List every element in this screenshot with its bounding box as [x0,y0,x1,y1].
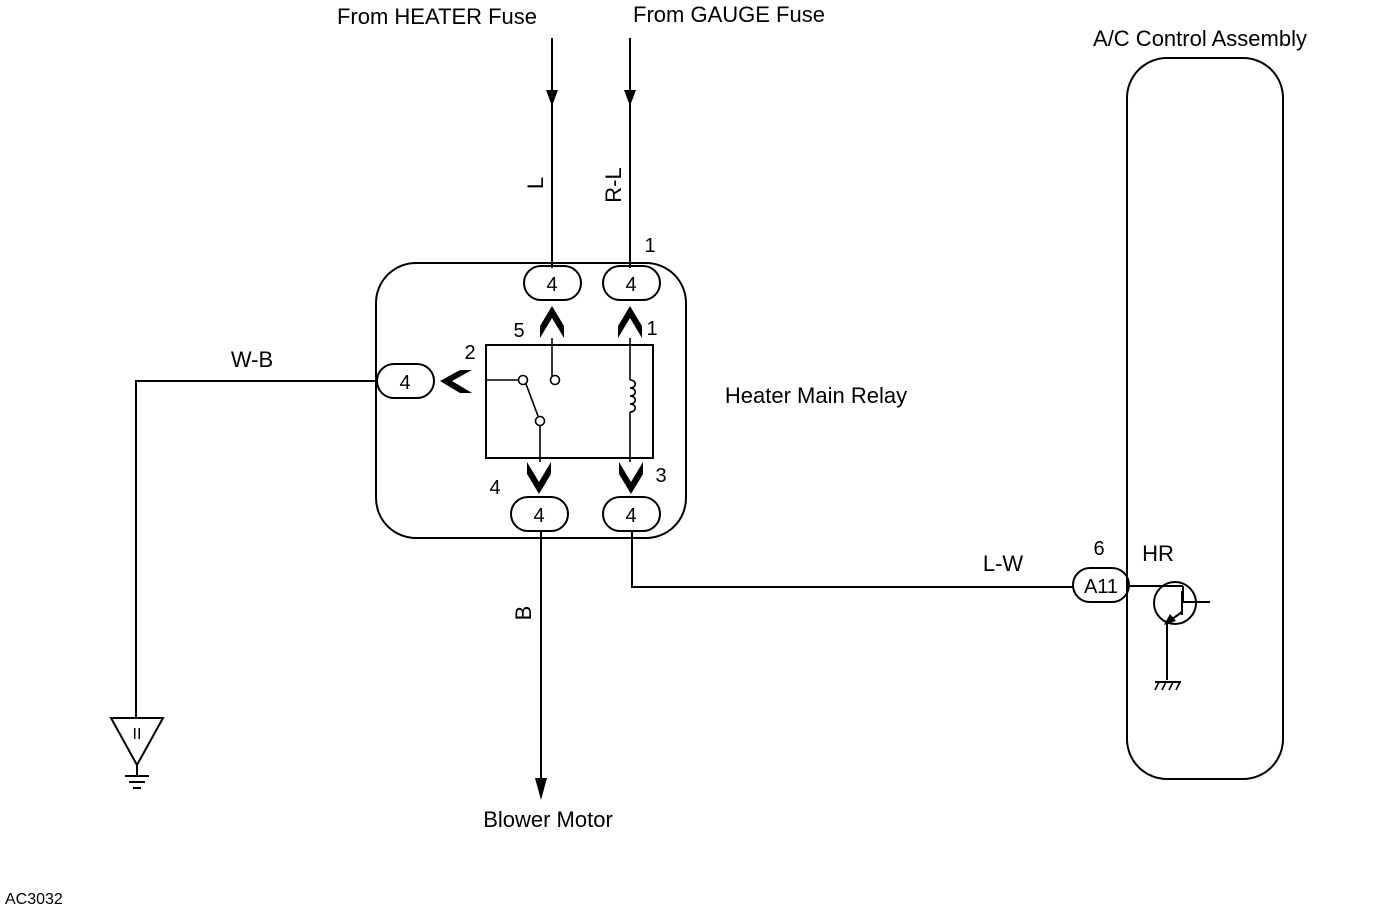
wire-color-l-w: L-W [983,551,1024,576]
svg-text:4: 4 [625,274,636,296]
chassis-ground-icon [1154,681,1181,691]
relay-coil-icon [629,338,637,462]
ac-control-assembly-label: A/C Control Assembly [1093,26,1307,51]
relay-connector-top-left: 4 [523,265,582,301]
blower-motor-wire [535,531,547,800]
control-wire [631,531,1073,588]
wire-color-r-l: R-L [601,167,626,202]
wire-color-b: B [511,606,536,621]
svg-text:4: 4 [625,505,636,527]
svg-text:A11: A11 [1084,576,1118,598]
relay-pin-1: 1 [646,318,657,340]
arrow-down-icon [624,90,636,106]
ac-pin-6: 6 [1093,538,1104,560]
ground-wire: II [109,380,377,775]
pin-number-top-1: 1 [644,235,655,257]
relay-connector-bottom-left: 4 [510,496,569,532]
from-gauge-fuse-label: From GAUGE Fuse [633,2,825,27]
ground-symbol-text: II [133,726,142,743]
arrow-down-icon [535,778,547,800]
heater-main-relay-label: Heater Main Relay [725,383,907,408]
ac-terminal-hr: HR [1142,541,1174,566]
relay-inner-box [485,344,654,459]
figure-code: AC3032 [5,891,63,908]
relay-connector-bottom-right: 4 [602,496,661,532]
terminal-chevron-down-icon [527,462,551,494]
ac-connector-a11: A11 [1072,567,1130,603]
svg-text:4: 4 [546,274,557,296]
relay-pin-5: 5 [513,320,524,342]
heater-main-relay-housing [375,262,687,539]
terminal-chevron-left-icon [440,370,472,393]
arrow-down-icon [546,90,558,106]
terminal-chevron-down-icon [619,462,643,494]
relay-switch [486,338,561,462]
ac-control-assembly-box [1126,57,1284,780]
relay-pin-2: 2 [464,342,475,364]
svg-text:4: 4 [533,505,544,527]
relay-pin-3: 3 [655,465,666,487]
wire-color-l: L [523,177,548,189]
relay-connector-left: 4 [376,363,435,399]
terminal-chevron-up-icon [540,306,564,338]
transistor-icon [1129,581,1210,680]
terminal-chevron-up-icon [618,306,642,338]
svg-text:4: 4 [399,372,410,394]
heater-fuse-wire [546,38,558,268]
relay-pin-4: 4 [489,477,500,499]
from-heater-fuse-label: From HEATER Fuse [337,4,537,29]
blower-motor-label: Blower Motor [483,807,613,832]
relay-connector-top-right: 4 [602,265,661,301]
gauge-fuse-wire [624,38,636,268]
wire-color-w-b: W-B [231,347,273,372]
ground-icon [125,775,149,789]
